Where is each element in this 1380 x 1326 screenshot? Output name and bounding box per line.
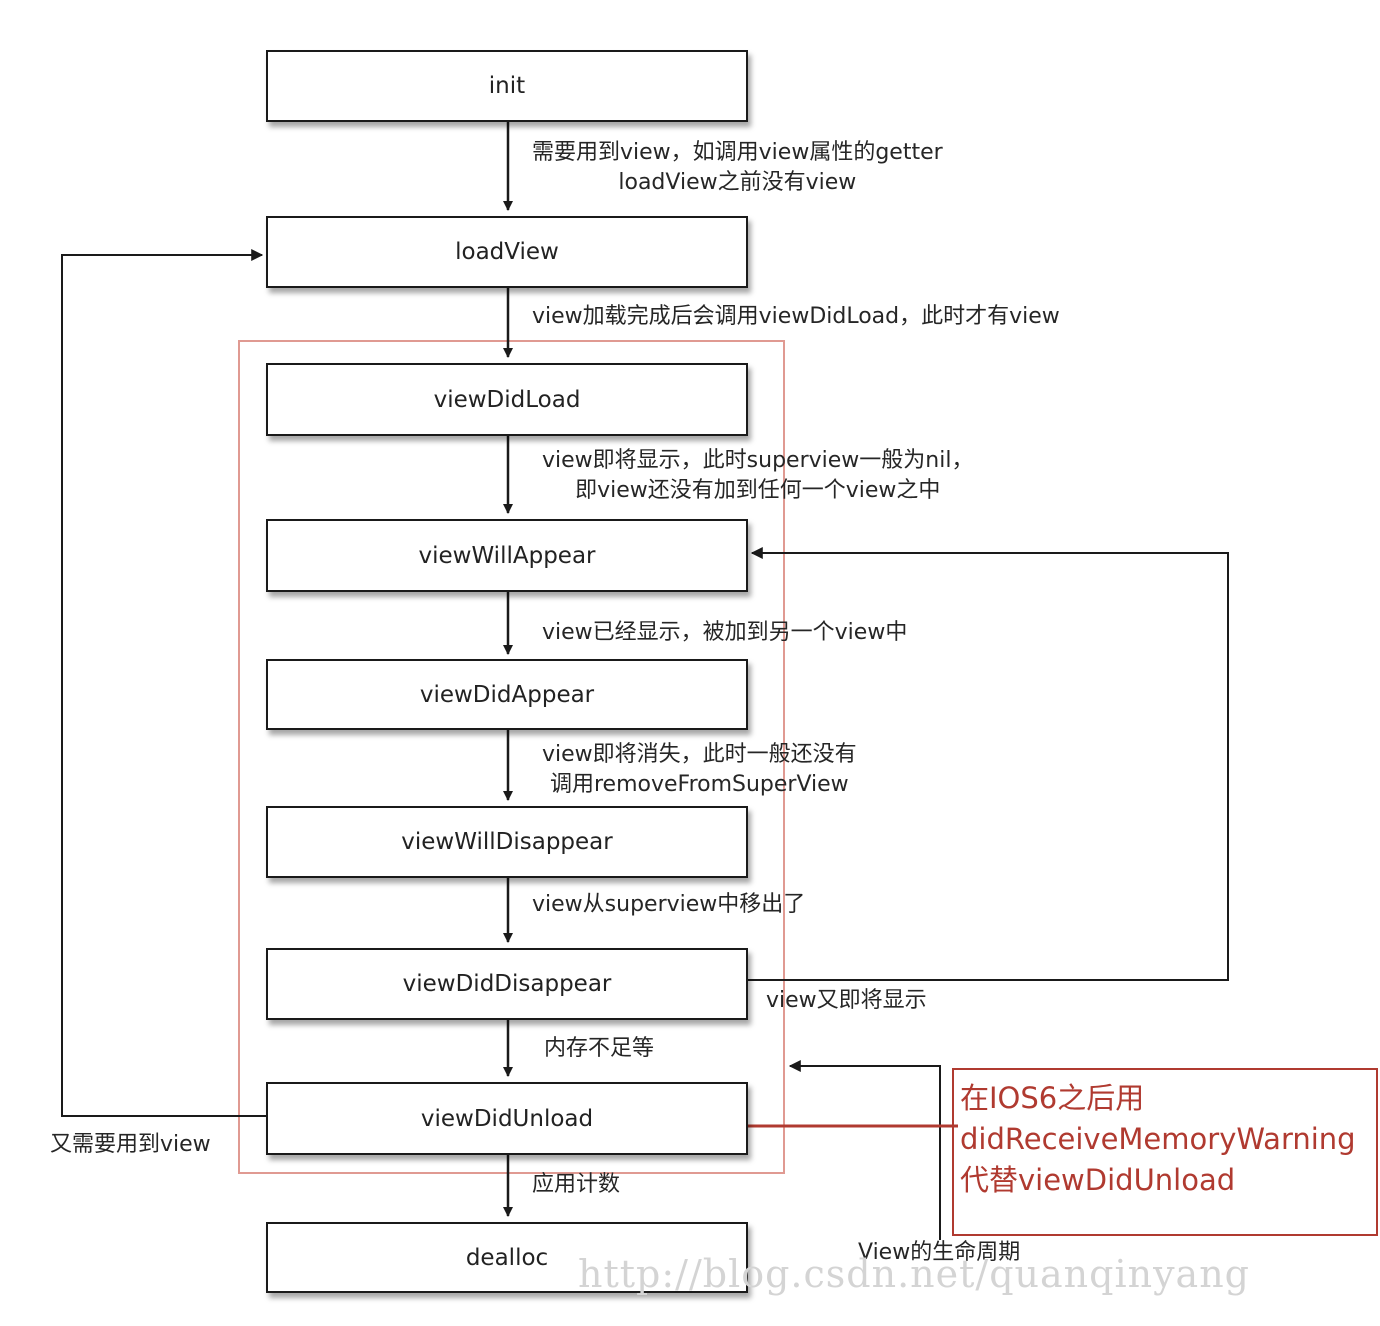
annotation-line: 在IOS6之后用 — [960, 1081, 1145, 1115]
ios6-annotation-box: 在IOS6之后用 didReceiveMemoryWarning 代替viewD… — [952, 1068, 1378, 1236]
annotation-line: 代替viewDidUnload — [960, 1163, 1236, 1197]
node-viewwillappear: viewWillAppear — [266, 519, 748, 592]
lifecycle-group-frame — [238, 340, 785, 1174]
node-viewdidappear: viewDidAppear — [266, 659, 748, 730]
edge-label-viewdidload-to-viewwillappear: view即将显示，此时superview一般为nil， 即view还没有加到任何… — [542, 446, 973, 506]
loop-arrow-reload — [61, 249, 266, 1117]
node-viewdiddisappear: viewDidDisappear — [266, 948, 748, 1020]
loop-arrow-reappear — [748, 547, 1229, 981]
edge-label-line: 需要用到view，如调用view属性的getter — [532, 140, 943, 165]
edge-label-reload: 又需要用到view — [50, 1132, 211, 1157]
edge-label-init-to-loadview: 需要用到view，如调用view属性的getter loadView之前没有vi… — [532, 138, 943, 198]
edge-label-viewwillappear-to-viewdidappear: view已经显示，被加到另一个view中 — [542, 620, 908, 645]
edge-label-loadview-to-viewdidload: view加载完成后会调用viewDidLoad，此时才有view — [532, 304, 1060, 329]
edge-label-line: 即view还没有加到任何一个view之中 — [575, 478, 941, 503]
edge-label-viewwilldisappear-to-viewdiddisappear: view从superview中移出了 — [532, 892, 806, 917]
node-viewdidunload: viewDidUnload — [266, 1082, 748, 1155]
node-init: init — [266, 50, 748, 122]
watermark-text: http://blog.csdn.net/quanqinyang — [578, 1252, 1251, 1296]
node-viewdidload: viewDidLoad — [266, 363, 748, 436]
edge-label-viewdidunload-to-dealloc: 应用计数 — [532, 1172, 621, 1197]
annotation-line: didReceiveMemoryWarning — [960, 1122, 1356, 1156]
edge-label-line: view即将消失，此时一般还没有 — [542, 742, 857, 767]
edge-label-line: view即将显示，此时superview一般为nil， — [542, 448, 974, 473]
edge-label-reappear: view又即将显示 — [766, 988, 927, 1013]
node-dealloc: dealloc — [266, 1222, 748, 1293]
node-viewwilldisappear: viewWillDisappear — [266, 806, 748, 878]
lifecycle-group-label: View的生命周期 — [858, 1240, 1021, 1265]
edge-label-viewdiddisappear-to-viewdidunload: 内存不足等 — [544, 1036, 655, 1061]
lifecycle-bracket — [788, 1060, 941, 1240]
node-loadview: loadView — [266, 216, 748, 288]
edge-label-viewdidappear-to-viewwilldisappear: view即将消失，此时一般还没有 调用removeFromSuperView — [542, 740, 857, 800]
edge-label-line: loadView之前没有view — [618, 170, 857, 195]
edge-label-line: 调用removeFromSuperView — [549, 772, 849, 797]
